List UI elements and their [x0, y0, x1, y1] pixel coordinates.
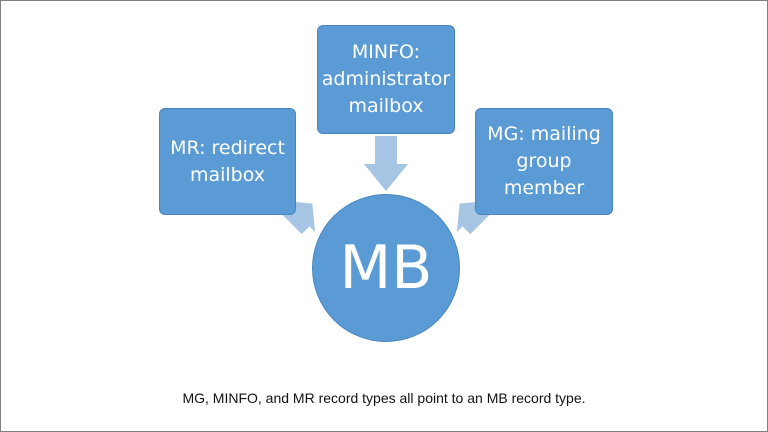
node-mg-label: MG: mailing group member	[487, 123, 601, 199]
node-mr-redirect-mailbox: MR: redirect mailbox	[159, 108, 296, 215]
diagram-caption: MG, MINFO, and MR record types all point…	[182, 390, 586, 406]
node-mg-mailing-group-member: MG: mailing group member	[475, 108, 613, 215]
node-minfo-administrator-mailbox: MINFO: administrator mailbox	[317, 25, 455, 134]
node-mb: MB	[312, 194, 460, 342]
node-mr-label: MR: redirect mailbox	[170, 136, 285, 186]
node-minfo-label: MINFO: administrator mailbox	[321, 41, 451, 117]
node-mb-label: MB	[339, 233, 433, 303]
arrow-minfo-to-mb	[364, 136, 408, 191]
